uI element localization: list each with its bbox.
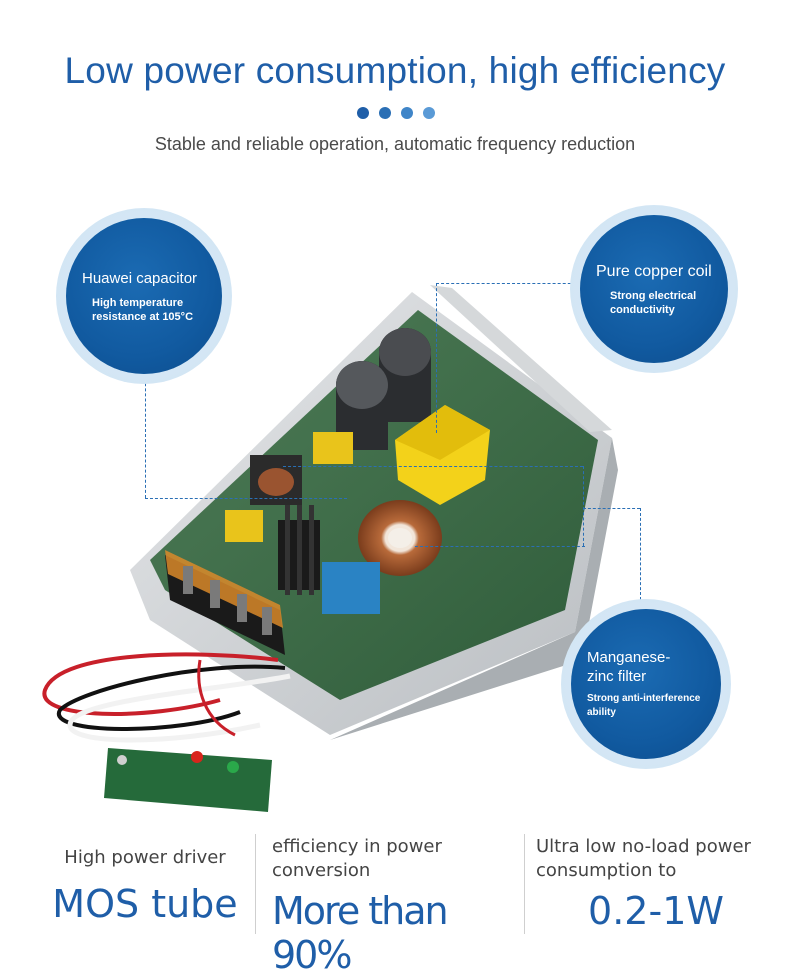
stat-label: efficiency in power conversion <box>272 836 442 881</box>
divider <box>255 834 256 934</box>
dot-divider <box>357 107 435 119</box>
divider <box>524 834 525 934</box>
leader-line <box>436 283 586 284</box>
dot <box>379 107 391 119</box>
callout-filter-disc: Manganese-zinc filter Strong anti-interf… <box>571 609 721 759</box>
leader-line <box>145 498 347 499</box>
stat-value: More than 90% <box>272 889 449 977</box>
leader-line <box>415 546 585 547</box>
callout-copper-coil-disc: Pure copper coil Strong electrical condu… <box>580 215 728 363</box>
leader-line <box>583 466 584 546</box>
stat-value: MOS tube <box>52 882 238 926</box>
dot <box>401 107 413 119</box>
callout-title: Pure copper coil <box>596 262 712 280</box>
callout-description: Strong anti-interference ability <box>587 693 701 718</box>
stat-label: High power driver <box>64 847 226 868</box>
leader-line <box>640 508 641 600</box>
leader-line <box>283 466 583 467</box>
stat-value: 0.2-1W <box>588 889 724 933</box>
callout-capacitor: Huawei capacitor High temperature resist… <box>56 208 232 384</box>
callout-description: Strong electrical conductivity <box>610 289 697 316</box>
callout-capacitor-disc: Huawei capacitor High temperature resist… <box>66 218 222 374</box>
stat-mos: High power driver MOS tube <box>40 846 250 926</box>
stat-efficiency: efficiency in power conversion More than… <box>272 835 512 977</box>
dot <box>423 107 435 119</box>
dot <box>357 107 369 119</box>
leader-line <box>583 508 640 509</box>
page-subtitle: Stable and reliable operation, automatic… <box>154 134 636 154</box>
leader-line <box>145 368 146 498</box>
stat-noload: Ultra low no-load power consumption to 0… <box>536 835 776 933</box>
leader-line <box>436 283 437 433</box>
callout-filter: Manganese-zinc filter Strong anti-interf… <box>561 599 731 769</box>
callout-copper-coil: Pure copper coil Strong electrical condu… <box>570 205 738 373</box>
page-title: Low power consumption, high efficiency <box>64 50 726 91</box>
callout-title: Manganese-zinc filter <box>587 649 671 685</box>
callout-title: Huawei capacitor <box>82 269 198 287</box>
callout-description: High temperature resistance at 105°C <box>92 296 194 323</box>
stat-label: Ultra low no-load power consumption to <box>536 836 751 881</box>
